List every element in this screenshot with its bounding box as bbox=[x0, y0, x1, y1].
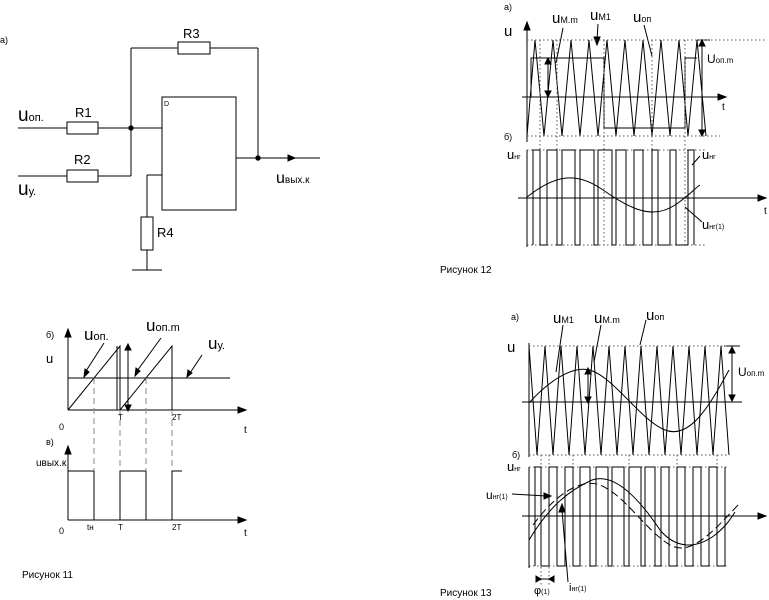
fig13-graph-a bbox=[522, 319, 742, 457]
label-r1: R1 bbox=[75, 105, 92, 120]
schematic-label-a: а) bbox=[0, 35, 8, 45]
fig13-u-axis: u bbox=[507, 339, 515, 356]
fig13-i-ng1: iнг(1) bbox=[569, 582, 586, 594]
fig11-zero-bottom: 0 bbox=[59, 526, 64, 536]
fig11-caption: Рисунок 11 bbox=[22, 570, 73, 581]
fig13-u-op: uоп bbox=[646, 307, 664, 324]
node-dot-output bbox=[255, 155, 261, 161]
fig13-label-b: б) bbox=[512, 450, 520, 460]
fig11-tick-t-bottom: T bbox=[118, 523, 123, 532]
fig13-u-ng: uнг bbox=[507, 459, 521, 474]
fig13-graph-b bbox=[511, 466, 768, 583]
fig12-t-axis-bottom: t bbox=[764, 206, 767, 217]
fig11-u-out: uвых.к bbox=[36, 458, 67, 469]
fig11-tick-2t-top: 2T bbox=[172, 413, 181, 422]
fig11-tick-t-top: T bbox=[118, 413, 123, 422]
fig12-u-ng1: uнг(1) bbox=[702, 217, 724, 232]
fig11-dashed-guides bbox=[93, 378, 173, 470]
fig11-label-b: б) bbox=[46, 330, 54, 340]
opamp-marker: D bbox=[164, 101, 169, 108]
fig11-graph-v bbox=[64, 444, 248, 524]
fig12-u-m1: uМ1 bbox=[590, 7, 611, 24]
fig12-u-op: uоп bbox=[633, 9, 651, 26]
resistor-r2 bbox=[66, 169, 99, 183]
fig12-label-b: б) bbox=[504, 132, 512, 142]
label-r2: R2 bbox=[74, 152, 91, 167]
node-dot-input bbox=[128, 125, 134, 131]
fig13-u-mm: uМ.m bbox=[594, 310, 620, 327]
fig13-label-a: а) bbox=[511, 312, 519, 322]
label-r4: R4 bbox=[157, 225, 174, 240]
fig12-t-axis-top: t bbox=[722, 102, 725, 113]
fig11-zero-top: 0 bbox=[59, 422, 64, 432]
resistor-r3 bbox=[177, 41, 211, 55]
fig11-tick-tn: tн bbox=[87, 523, 94, 532]
output-arrow bbox=[287, 154, 297, 162]
fig12-graph-b bbox=[518, 149, 768, 247]
fig12-u-ng-left: uнг bbox=[507, 147, 521, 162]
fig11-label-v: в) bbox=[46, 437, 54, 447]
output-label: uвых.к bbox=[276, 170, 310, 187]
fig13-phi: φ(1) bbox=[534, 585, 550, 597]
input-op-label: uоп. bbox=[18, 105, 44, 126]
fig11-u-opm: uоп.m bbox=[146, 316, 180, 335]
fig11-t-axis-bottom: t bbox=[244, 528, 247, 539]
fig13-u-opm: Uоп.m bbox=[738, 365, 765, 379]
fig12-label-a: а) bbox=[504, 2, 512, 12]
fig11-u-op: uоп. bbox=[84, 325, 109, 344]
fig13-u-m1: uМ1 bbox=[553, 310, 574, 327]
fig13-caption: Рисунок 13 bbox=[440, 588, 492, 599]
fig11-tick-2t-bottom: 2T bbox=[172, 523, 181, 532]
label-r3: R3 bbox=[183, 26, 200, 41]
fig12-u-axis: u bbox=[504, 23, 512, 40]
input-y-label: uу. bbox=[18, 179, 36, 200]
fig12-u-ng-right: uнг bbox=[702, 147, 716, 162]
resistor-r4 bbox=[140, 216, 154, 251]
fig12-u-mm: uМ.m bbox=[552, 10, 578, 27]
fig11-u-axis: u bbox=[46, 351, 53, 366]
fig12-u-opm: Uоп.m bbox=[707, 52, 734, 66]
schematic-circuit bbox=[18, 41, 320, 271]
fig12-caption: Рисунок 12 bbox=[440, 265, 492, 276]
fig11-t-axis-top: t bbox=[244, 425, 247, 436]
opamp-block bbox=[161, 96, 237, 211]
fig13-u-ng1: uнг(1) bbox=[486, 488, 508, 502]
resistor-r1 bbox=[66, 121, 99, 135]
fig11-u-y: uу. bbox=[208, 334, 225, 353]
